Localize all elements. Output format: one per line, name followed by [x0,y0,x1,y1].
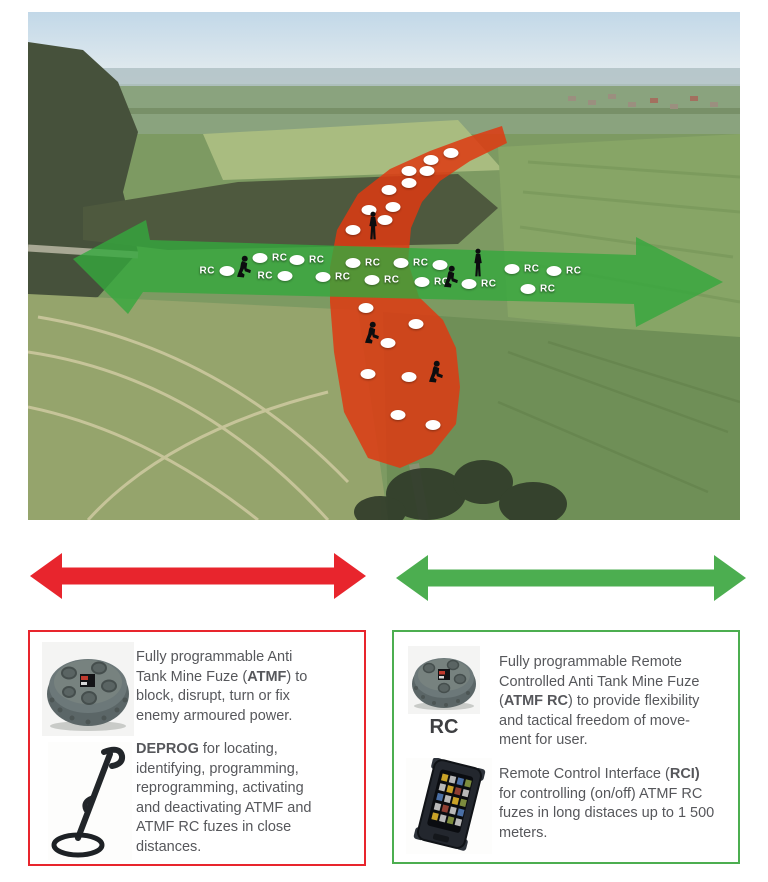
soldier-kneel-silhouette [361,321,382,345]
bare-trees [354,460,567,520]
mine-dot [520,284,536,294]
mine-dot [358,303,374,313]
soldier-kneel-silhouette [233,255,254,279]
atmf-rc-mine-image [408,646,480,714]
rc-mine-label: RC [309,254,325,266]
soldier-stand-silhouette [472,247,484,280]
rc-mine-label: RC [199,265,215,277]
mine-dot [360,369,376,379]
rc-mine-label: RC [566,265,582,277]
mine-dot [385,202,401,212]
mine-dot [419,166,435,176]
green-double-arrow [396,555,746,601]
mine-dot [443,148,459,158]
deprog-description: DEPROG for locating,identifying, program… [136,741,312,855]
mine-dot [401,372,417,382]
mine-dot [461,279,477,289]
red-double-arrow-shape [30,553,366,599]
soldier-kneel-silhouette [425,360,446,384]
rc-mine-label: RC [365,257,381,269]
mine-dot [381,185,397,195]
mine-dot [377,215,393,225]
rci-description: Remote Control Interface (RCI)for contro… [499,766,715,841]
mine-dot [289,255,305,265]
mine-dot [401,178,417,188]
atmf-mine-image [42,642,134,736]
green-block-arrow [73,220,723,327]
rc-mine-label: RC [481,278,497,290]
rc-mine-label: RC [335,271,351,283]
green-double-arrow-shape [396,555,746,601]
mine-dot [345,225,361,235]
rc-mine-label: RC [540,283,556,295]
mine-dot [380,338,396,348]
rci-device-image [406,758,492,854]
rc-mine-label: RC [524,263,540,275]
rc-mine-label: RC [384,274,400,286]
deprog-tool-image [48,742,132,860]
mine-dot [414,277,430,287]
distant-village [568,94,718,109]
mine-dot [345,258,361,268]
mine-dot [401,166,417,176]
mine-dot [277,271,293,281]
rc-mine-label: RC [257,270,273,282]
mine-dot [252,253,268,263]
mine-dot [425,420,441,430]
mine-dot [432,260,448,270]
mine-dot [219,266,235,276]
rc-mine-label: RC [434,276,450,288]
mine-dot [315,272,331,282]
mine-dot [364,275,380,285]
rc-mine-label: RC [413,257,429,269]
mine-dot [390,410,406,420]
mine-dot [408,319,424,329]
red-double-arrow [30,553,366,599]
rc-mine-label: RC [272,252,288,264]
soldier-stand-silhouette [367,210,379,243]
mine-dot [393,258,409,268]
rc-caption: RC [429,716,459,738]
mine-dot [423,155,439,165]
mine-dot [504,264,520,274]
soldier-kneel-silhouette [440,265,461,289]
mine-dot [361,205,377,215]
mine-dot [546,266,562,276]
